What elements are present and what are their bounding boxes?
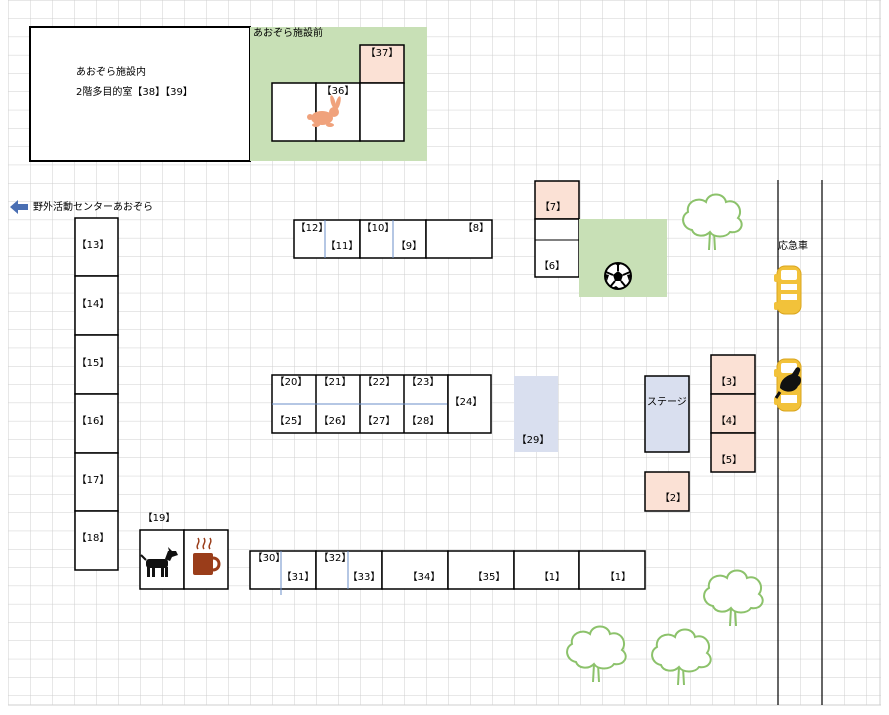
booth-5: [710, 432, 756, 473]
booth-7: [534, 180, 580, 220]
booth-37: [359, 44, 405, 84]
booth-label: 【21】: [318, 377, 352, 388]
booth-label: 【22】: [362, 377, 396, 388]
booth-label: 【34】: [407, 572, 441, 583]
booth-label: 【28】: [406, 416, 440, 427]
booth-label: 【33】: [347, 572, 381, 583]
booth-label: 【19】: [142, 513, 176, 524]
booth-label: 【13】: [76, 240, 110, 251]
booth-label: 【31】: [281, 572, 315, 583]
booth-label: 【5】: [715, 455, 743, 466]
booth-label: 【14】: [76, 299, 110, 310]
booth-35: [447, 550, 515, 590]
building-label-line2: 2階多目的室【38】【39】: [76, 87, 193, 98]
building-box: [29, 26, 251, 162]
front-area-label: あおぞら施設前: [253, 28, 323, 39]
booth-2: [644, 471, 690, 512]
ambulance-label: 応急車: [778, 241, 808, 252]
booth-29-area: [514, 376, 558, 452]
booth-label: 【1】: [538, 572, 566, 583]
booth-label: 【12】: [295, 223, 329, 234]
booth-label: 【15】: [76, 358, 110, 369]
booth-3: [710, 354, 756, 395]
booth-34: [381, 550, 449, 590]
booth-1b: [578, 550, 646, 590]
booth-label: 【27】: [362, 416, 396, 427]
stage-label: ステージ: [647, 397, 687, 408]
booth-label: 【3】: [715, 377, 743, 388]
booth-label: 【18】: [76, 533, 110, 544]
coffee-mug-icon: [193, 537, 221, 575]
dog-icon: [140, 547, 178, 577]
booth-label: 【10】: [361, 223, 395, 234]
left-arrow-icon: [10, 200, 28, 214]
bus-icon: [774, 265, 802, 315]
booth-label: 【23】: [406, 377, 440, 388]
booth-label: 【25】: [274, 416, 308, 427]
center-link-label[interactable]: 野外活動センターあおぞら: [33, 202, 153, 213]
booth-label: 【11】: [325, 241, 359, 252]
booth-label: 【16】: [76, 416, 110, 427]
booth-label: 【36】: [321, 86, 355, 97]
booth-label: 【2】: [659, 493, 687, 504]
booth-8: [425, 219, 493, 259]
booth-label: 【8】: [462, 223, 490, 234]
booth-label: 【35】: [472, 572, 506, 583]
booth-label: 【9】: [395, 241, 423, 252]
building-label-line1: あおぞら施設内: [76, 67, 146, 78]
booth-label: 【30】: [252, 553, 286, 564]
booth-24: [447, 374, 492, 434]
booth-label: 【32】: [318, 553, 352, 564]
soccer-ball-icon: [604, 262, 632, 290]
booth-label: 【7】: [539, 202, 567, 213]
booth-label: 【26】: [318, 416, 352, 427]
booth-label: 【29】: [516, 435, 550, 446]
stage: [644, 375, 690, 453]
booth-label: 【17】: [76, 475, 110, 486]
booth-6: [534, 218, 580, 278]
booth-label: 【6】: [538, 261, 566, 272]
booth-label: 【4】: [715, 416, 743, 427]
hand-icon: [774, 367, 801, 399]
booth-label: 【37】: [365, 48, 399, 59]
booth-1a: [513, 550, 580, 590]
rabbit-icon: [307, 95, 341, 127]
booth-label: 【24】: [449, 397, 483, 408]
booth-4: [710, 393, 756, 434]
booth-label: 【1】: [604, 572, 632, 583]
booth-label: 【20】: [274, 377, 308, 388]
